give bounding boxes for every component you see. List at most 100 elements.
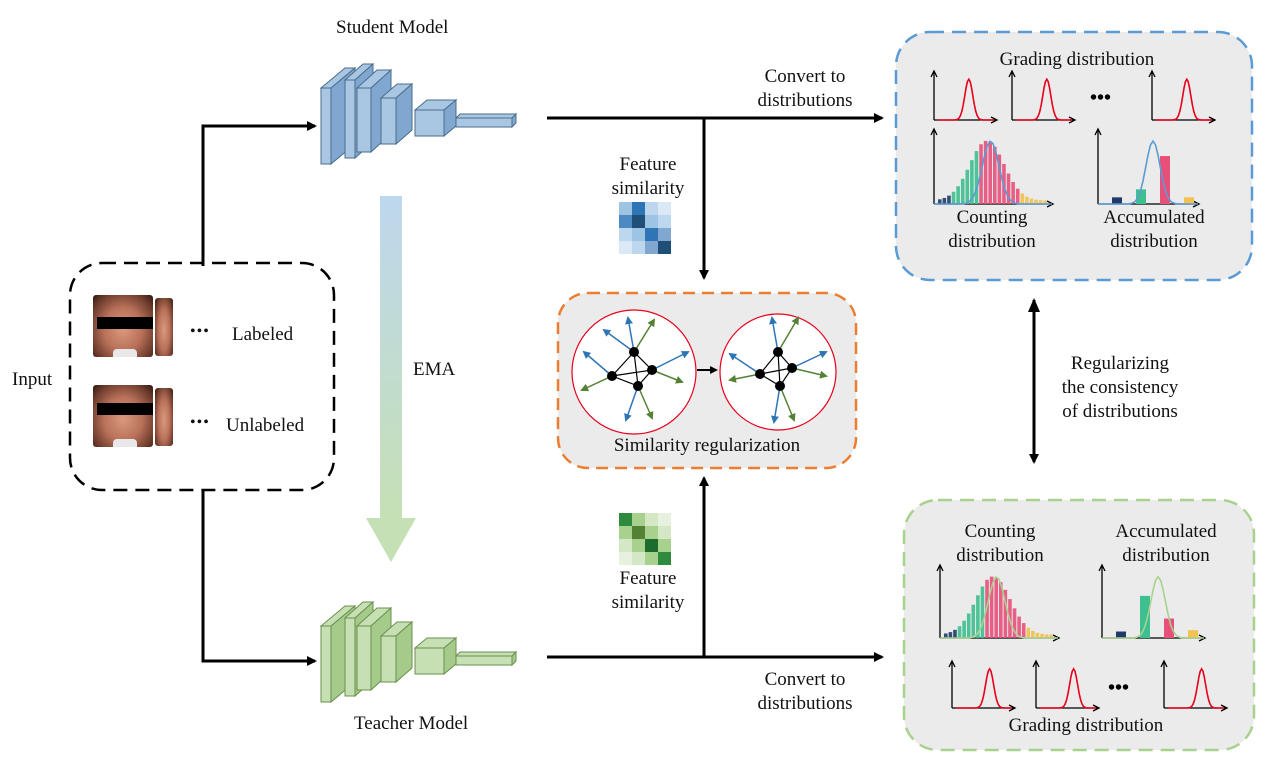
counting-bar [951, 191, 956, 204]
counting-bar [1044, 634, 1049, 638]
counting-bar [1038, 200, 1043, 204]
convert-to-distributions-top: Convert to distributions [757, 66, 853, 111]
labeled-face-image-2 [155, 298, 173, 356]
convert-to-distributions-bottom: Convert to distributions [757, 669, 853, 714]
counting-bar [983, 140, 988, 204]
counting-bar [966, 613, 971, 638]
accumulated-histogram-bottom [1098, 563, 1207, 642]
counting-bar [948, 632, 953, 638]
counting-bar [953, 629, 957, 638]
counting-bar [1003, 589, 1008, 638]
counting-bar [1043, 200, 1047, 204]
counting-bar [989, 576, 994, 638]
student-model-icon [319, 62, 518, 166]
feature-similarity-top-label: Feature similarity [611, 154, 685, 199]
accumulated-curve [1098, 139, 1198, 205]
distribution-consistency-arrow [1028, 298, 1040, 464]
labeled-ellipsis: ••• [190, 323, 210, 340]
student-distribution-histograms [930, 127, 1201, 208]
counting-bar [957, 626, 962, 638]
counting-distribution-bottom-label: Counting distribution [956, 521, 1044, 566]
accumulated-bar [1140, 595, 1150, 638]
grading-mini-axes [1160, 659, 1229, 712]
unlabeled-face-image-2 [155, 388, 173, 446]
unlabeled-ellipsis: ••• [190, 414, 210, 431]
grading-mini-axes [948, 659, 1017, 712]
counting-bar [1040, 633, 1044, 638]
counting-bar [956, 186, 960, 204]
counting-bar [988, 141, 992, 204]
counting-bar [971, 604, 976, 638]
counting-bar [1021, 623, 1026, 638]
accumulated-bar [1160, 156, 1170, 204]
counting-bar [1017, 616, 1021, 638]
feature-similarity-matrix-blue [619, 202, 671, 254]
labeled-label: Labeled [232, 324, 294, 345]
input-label: Input [12, 369, 53, 390]
grading-mini-curve [956, 667, 1012, 709]
similarity-graph-before [571, 309, 697, 435]
counting-bar [947, 195, 951, 204]
counting-bar [1015, 188, 1020, 204]
grading-mini-axes [1032, 659, 1101, 712]
similarity-regularization-label: Similarity regularization [613, 435, 801, 456]
counting-bar [999, 582, 1003, 638]
labeled-face-image [93, 295, 153, 357]
accumulated-bar [1184, 197, 1194, 204]
counting-bar [993, 146, 997, 204]
teacher-grading-curves: ••• [948, 659, 1229, 712]
counting-bar [1026, 627, 1031, 638]
counting-bar [1025, 196, 1029, 204]
accumulated-bar [1164, 618, 1174, 638]
accumulated-histogram-top [1094, 127, 1201, 208]
accumulated-distribution-bottom-label: Accumulated distribution [1115, 521, 1217, 566]
counting-bar [1035, 632, 1040, 638]
ema-label: EMA [413, 359, 456, 380]
counting-bar [997, 154, 1002, 204]
accumulated-bar [1188, 630, 1198, 638]
regularizing-consistency-label: Regularizing the consistency of distribu… [1061, 353, 1179, 422]
counting-bar [962, 620, 966, 638]
student-model-label: Student Model [336, 17, 449, 38]
counting-bar [942, 197, 947, 204]
grading-mini-axes [1148, 69, 1217, 124]
grading-mini-curve [1016, 77, 1072, 121]
teacher-distribution-histograms [936, 563, 1207, 642]
counting-histogram-bottom [936, 563, 1061, 642]
student-grading-curves: ••• [930, 69, 1217, 124]
accumulated-distribution-top-label: Accumulated distribution [1103, 207, 1205, 252]
unlabeled-face-image [93, 385, 153, 447]
student-distributions-box [894, 30, 1254, 282]
grading-mini-curve [938, 77, 994, 121]
grading-ellipsis-top: ••• [1090, 87, 1111, 109]
counting-bar [976, 595, 980, 638]
counting-histogram-top [930, 127, 1055, 208]
grading-mini-curve [1040, 667, 1096, 709]
counting-bar [974, 151, 979, 204]
similarity-graph-after [719, 313, 837, 431]
counting-bar [960, 178, 965, 204]
counting-bar [970, 160, 974, 204]
counting-bar [1006, 173, 1011, 204]
grading-distribution-bottom-label: Grading distribution [1008, 715, 1164, 736]
teacher-model-icon [319, 600, 518, 704]
teacher-distributions-box [902, 498, 1256, 752]
counting-bar [1012, 608, 1017, 638]
counting-bar [1049, 634, 1053, 638]
feature-similarity-matrix-green [619, 513, 671, 565]
counting-bar [965, 169, 970, 204]
grading-distribution-top-label: Grading distribution [999, 49, 1155, 70]
counting-bar [980, 586, 985, 638]
ema-arrow [366, 196, 416, 562]
accumulated-bar [1112, 197, 1122, 204]
input-to-teacher-arrow [201, 490, 317, 666]
counting-bar [1011, 181, 1015, 204]
counting-curve [940, 575, 1058, 639]
accumulated-curve [1102, 575, 1204, 639]
counting-bar [1029, 198, 1034, 204]
counting-bar [1034, 199, 1038, 204]
counting-bar [938, 199, 942, 204]
counting-bar [1020, 193, 1025, 204]
